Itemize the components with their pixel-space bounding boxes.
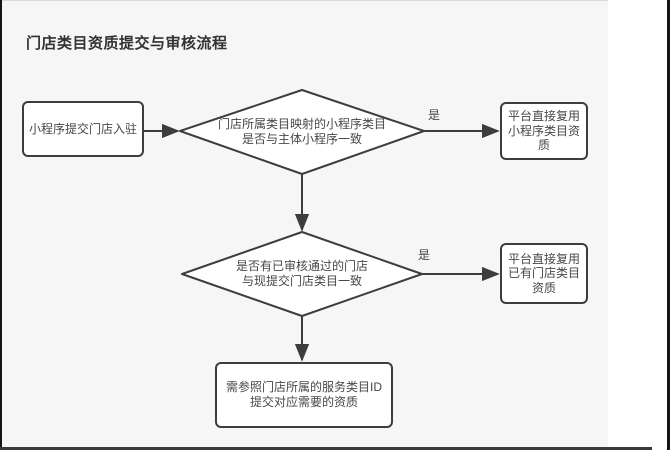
decision2-diamond-shape — [181, 231, 423, 317]
decision1-diamond-shape — [179, 89, 425, 175]
bottom-border-line — [0, 447, 652, 450]
node-result-reuse-store-qualification: 平台直接复用 已有门店类目 资质 — [500, 243, 588, 304]
edge-label-yes-2: 是 — [418, 248, 431, 262]
right-border-line — [667, 0, 670, 450]
edge-label-yes-1: 是 — [428, 108, 441, 122]
left-border-line — [0, 0, 2, 450]
page-title: 门店类目资质提交与审核流程 — [26, 35, 228, 52]
node-result-reuse-miniprogram-qualification: 平台直接复用 小程序类目资 质 — [500, 102, 588, 160]
node-start: 小程序提交门店入驻 — [22, 101, 144, 157]
node-submit-required-qualification: 需参照门店所属的服务类目ID 提交对应需要的资质 — [215, 362, 393, 428]
